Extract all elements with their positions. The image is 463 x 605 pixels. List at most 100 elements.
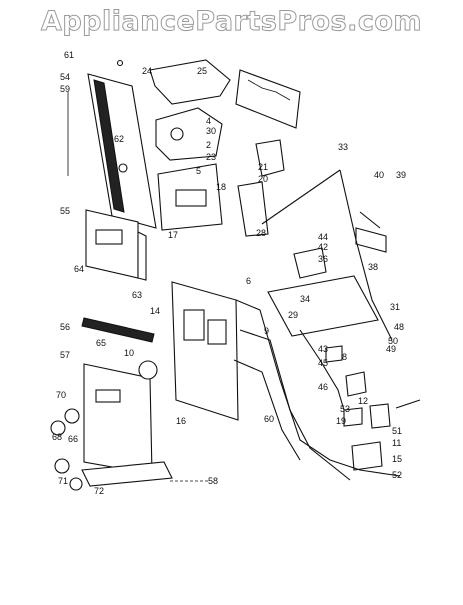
callout-49: 49 <box>386 344 396 354</box>
callout-63: 63 <box>132 290 142 300</box>
panel-side <box>137 231 147 281</box>
fuse-51 <box>395 399 421 409</box>
callout-4: 4 <box>206 116 211 126</box>
hinge-pin <box>359 211 381 229</box>
callout-46: 46 <box>318 382 328 392</box>
callout-48: 48 <box>394 322 404 332</box>
hinge-38 <box>355 227 387 253</box>
wire-harness-5 <box>299 329 345 411</box>
wire-harness-2 <box>239 329 351 481</box>
component-43 <box>325 345 343 363</box>
callout-9: 9 <box>264 326 269 336</box>
callout-45: 45 <box>318 358 328 368</box>
main-frame <box>171 281 239 421</box>
frame-cutout-1 <box>183 309 205 341</box>
front-window <box>95 389 121 403</box>
timer-window <box>175 189 207 207</box>
transformer-15 <box>351 441 383 471</box>
site-watermark: AppliancePartsPros.com <box>40 6 423 38</box>
wire-harness-4 <box>339 169 393 341</box>
callout-25: 25 <box>197 66 207 76</box>
callout-72: 72 <box>94 486 104 496</box>
cover-plate <box>149 59 231 105</box>
callout-6: 6 <box>246 276 251 286</box>
callout-36: 36 <box>318 254 328 264</box>
callout-57: 57 <box>60 350 70 360</box>
knob-71 <box>54 458 70 474</box>
callout-30: 30 <box>206 126 216 136</box>
callout-60: 60 <box>264 414 274 424</box>
callout-34: 34 <box>300 294 310 304</box>
callout-54: 54 <box>60 72 70 82</box>
callout-39: 39 <box>396 170 406 180</box>
callout-15: 15 <box>392 454 402 464</box>
knob-62 <box>118 163 128 173</box>
callout-52: 52 <box>392 470 402 480</box>
callout-18: 18 <box>216 182 226 192</box>
trim-bar-58 <box>81 461 173 487</box>
control-board <box>235 69 301 129</box>
callout-38: 38 <box>368 262 378 272</box>
bracket-34 <box>293 247 327 279</box>
screw-61 <box>116 59 124 67</box>
callout-21: 21 <box>258 162 268 172</box>
callout-44: 44 <box>318 232 328 242</box>
wire-harness-1 <box>235 299 401 477</box>
callout-43: 43 <box>318 344 328 354</box>
callout-50: 50 <box>388 336 398 346</box>
callout-59: 59 <box>60 84 70 94</box>
dial-housing <box>155 107 223 161</box>
callout-71: 71 <box>58 476 68 486</box>
board-traces <box>247 79 291 101</box>
dial-10 <box>138 360 158 380</box>
callout-2: 2 <box>206 140 211 150</box>
dial-knob <box>170 127 184 141</box>
thermostat-11 <box>369 403 391 429</box>
callout-16: 16 <box>176 416 186 426</box>
callout-65: 65 <box>96 338 106 348</box>
display-window <box>95 229 123 245</box>
callout-24: 24 <box>142 66 152 76</box>
knob-66 <box>64 408 80 424</box>
callout-70: 70 <box>56 390 66 400</box>
wire-harness-3 <box>233 359 301 461</box>
trim-strip-56 <box>81 317 155 343</box>
relay-23 <box>255 139 285 177</box>
callout-58: 58 <box>208 476 218 486</box>
knob-68 <box>50 420 66 436</box>
frame-cutout-2 <box>207 319 227 345</box>
callout-53: 53 <box>340 404 350 414</box>
callout-56: 56 <box>60 322 70 332</box>
knob-72 <box>69 477 83 491</box>
callout-31: 31 <box>390 302 400 312</box>
callout-33: 33 <box>338 142 348 152</box>
switch-12 <box>343 407 363 427</box>
callout-17: 17 <box>168 230 178 240</box>
door-panel-strip <box>93 79 125 213</box>
callout-12: 12 <box>358 396 368 406</box>
callout-51: 51 <box>392 426 402 436</box>
callout-62: 62 <box>114 134 124 144</box>
callout-20: 20 <box>258 174 268 184</box>
callout-29: 29 <box>288 310 298 320</box>
callout-28: 28 <box>256 228 266 238</box>
bottom-panel <box>267 275 379 337</box>
callout-11: 11 <box>392 438 401 448</box>
switch-8 <box>345 371 367 397</box>
callout-55: 55 <box>60 206 70 216</box>
callout-10: 10 <box>124 348 134 358</box>
callout-61: 61 <box>64 50 74 60</box>
callout-8: 8 <box>342 352 347 362</box>
callout-68: 68 <box>52 432 62 442</box>
callout-42: 42 <box>318 242 328 252</box>
rod-28 <box>261 169 341 225</box>
callout-23: 23 <box>206 152 216 162</box>
callout-66: 66 <box>68 434 78 444</box>
callout-40: 40 <box>374 170 384 180</box>
bracket-20 <box>237 181 269 237</box>
callout-19: 19 <box>336 416 346 426</box>
callout-64: 64 <box>74 264 84 274</box>
